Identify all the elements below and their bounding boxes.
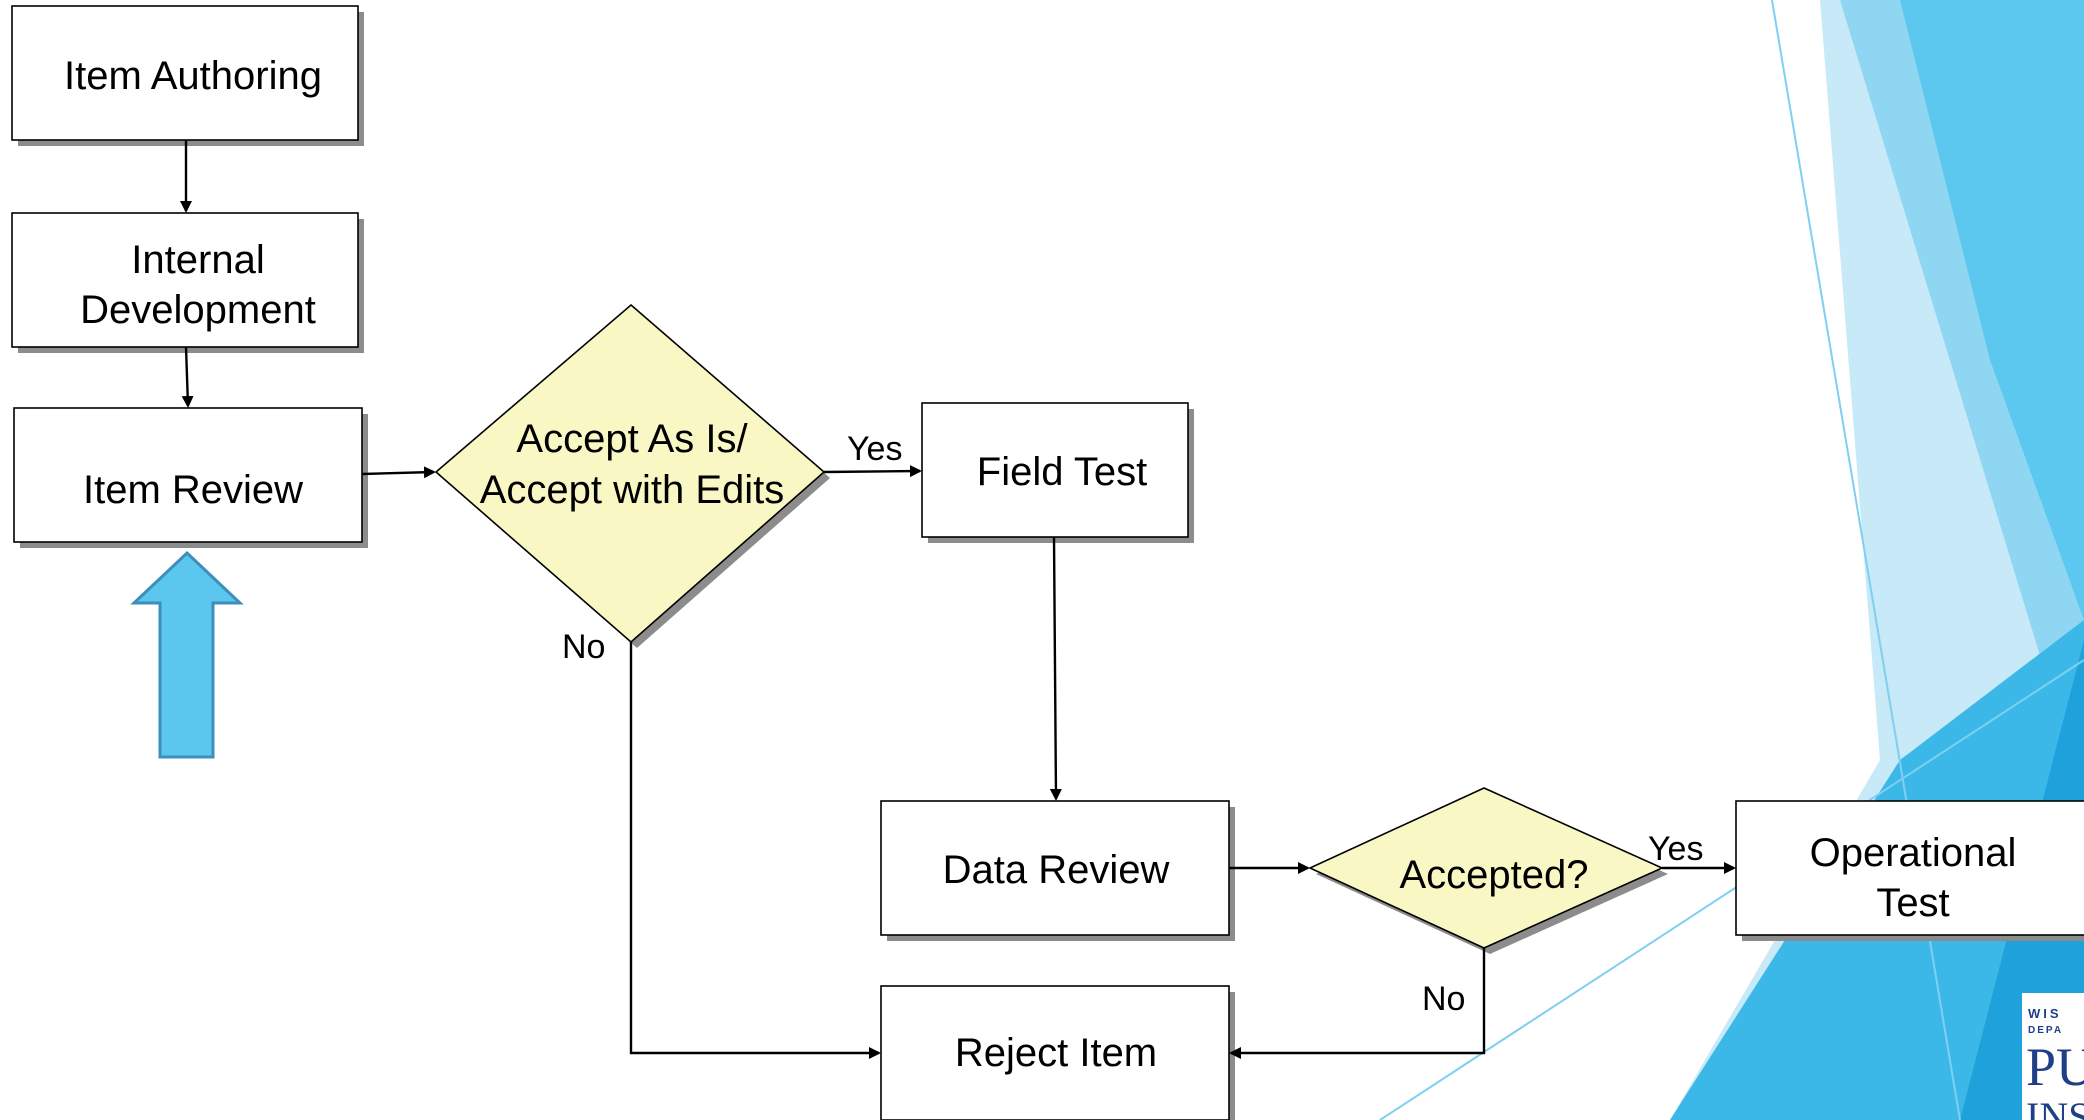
node-operational-test: Operational Test	[1735, 800, 2084, 941]
up-arrow-icon	[130, 550, 244, 759]
node-item-authoring-label: Item Authoring	[64, 54, 322, 98]
edge-decision-yes-to-field-test	[823, 465, 922, 478]
edge-decision-no-to-reject	[629, 642, 881, 1059]
bg-line-2	[1379, 659, 2084, 1120]
edge-label-accept-no: No	[562, 628, 605, 666]
edge-development-to-review	[181, 346, 194, 408]
node-data-review-label: Data Review	[943, 848, 1170, 892]
node-field-test: Field Test	[921, 402, 1194, 543]
logo-line-3: PU	[2026, 1037, 2084, 1097]
node-reject-item-label: Reject Item	[955, 1031, 1157, 1075]
node-data-review: Data Review	[880, 800, 1235, 941]
decision-accept-label-1: Accept As Is/	[516, 417, 748, 461]
edge-label-accept-yes: Yes	[847, 430, 902, 468]
node-item-authoring: Item Authoring	[11, 5, 364, 146]
edge-review-to-decision	[361, 466, 436, 479]
node-item-review: Item Review	[13, 407, 368, 548]
node-item-review-label: Item Review	[83, 468, 303, 512]
decision-accepted: Accepted?	[1308, 787, 1668, 954]
node-operational-test-label-2: Test	[1876, 881, 1949, 925]
edge-label-accepted-yes: Yes	[1648, 830, 1703, 868]
decision-accept-as-is: Accept As Is/ Accept with Edits	[434, 303, 830, 648]
bg-triangle-bright	[1900, 0, 2084, 620]
logo-line-2: DEPA	[2028, 1025, 2063, 1036]
logo-line-1: WIS	[2028, 1006, 2062, 1021]
decision-accept-label-2: Accept with Edits	[480, 468, 785, 512]
node-internal-development: Internal Development	[11, 212, 364, 353]
node-reject-item: Reject Item	[880, 985, 1235, 1120]
edge-label-accepted-no: No	[1422, 980, 1465, 1018]
node-field-test-label: Field Test	[977, 450, 1147, 494]
dpi-logo: WIS DEPA PU INS	[2022, 993, 2084, 1120]
logo-line-4: INS	[2026, 1094, 2084, 1120]
edge-accepted-no-to-reject	[1229, 948, 1486, 1059]
node-internal-development-label-1: Internal	[131, 238, 264, 282]
edge-field-test-to-data-review	[1049, 536, 1062, 801]
node-operational-test-label-1: Operational	[1810, 831, 2017, 875]
decision-accepted-label: Accepted?	[1399, 853, 1588, 897]
node-internal-development-label-2: Development	[80, 288, 316, 332]
